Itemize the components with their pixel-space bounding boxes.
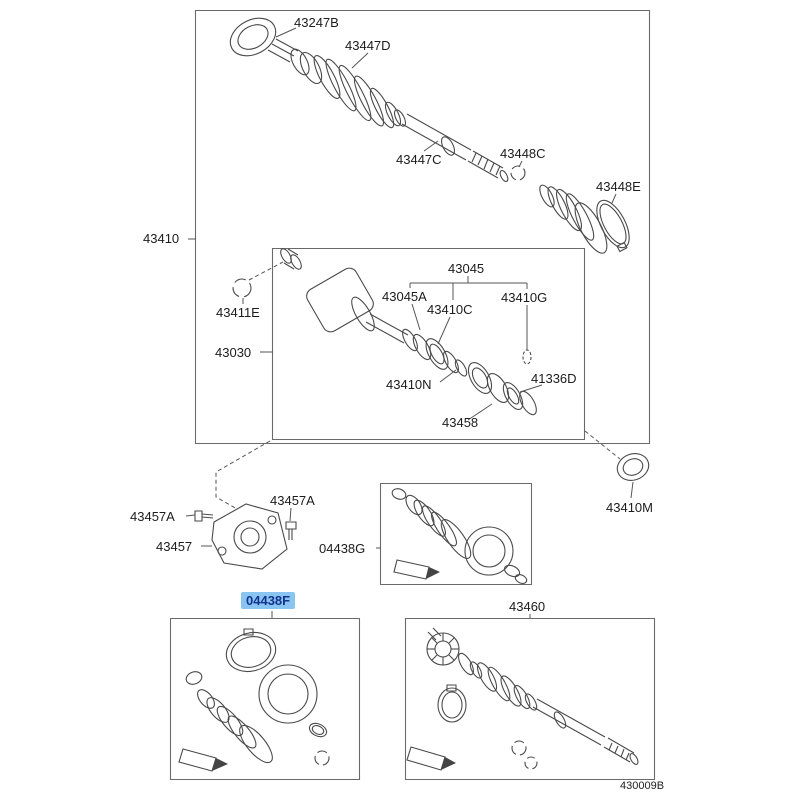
part-label-43457[interactable]: 43457: [156, 539, 193, 554]
bearing: [422, 335, 453, 372]
kit-f-accordion-boot: [194, 687, 277, 768]
splined-shaft-end: [468, 151, 509, 183]
part-label-43457A-right[interactable]: 43457A: [270, 493, 315, 508]
boot-kit-f-box: [171, 619, 360, 780]
kit-f-grease-tube: [179, 749, 228, 771]
rear-shaft-box: [406, 619, 655, 780]
part-label-43247B[interactable]: 43247B: [294, 15, 339, 30]
boot-kit-f-drawing: [179, 627, 329, 771]
part-label-43458[interactable]: 43458: [442, 415, 479, 430]
rear-splined-gear-end: [427, 628, 459, 665]
rear-driveshaft-drawing: [407, 628, 640, 770]
part-label-43030[interactable]: 43030: [215, 345, 252, 360]
part-label-43457A-left[interactable]: 43457A: [130, 509, 175, 524]
snap-ring-43448C: [511, 166, 525, 180]
part-label-43460[interactable]: 43460: [509, 599, 546, 614]
drawing-code: 430009B: [620, 780, 665, 792]
dust-deflector-ring: [224, 11, 282, 64]
kit-f-large-boot: [259, 665, 317, 723]
bolt-43457A-left: [195, 511, 213, 521]
part-label-43410M[interactable]: 43410M: [606, 500, 653, 515]
part-label-43448C[interactable]: 43448C: [500, 146, 546, 161]
part-label-43410N[interactable]: 43410N: [386, 377, 432, 392]
rear-grease-tube: [407, 747, 456, 770]
part-label-04438F-highlighted[interactable]: 04438F: [241, 592, 296, 609]
seal-ring-43410M: [614, 449, 653, 484]
boot-clamp: [392, 108, 408, 128]
bracket-43457-drawing: [195, 504, 296, 569]
shaft-ring: [439, 135, 457, 157]
main-assembly-box: [196, 11, 650, 444]
rear-splined-tip: [604, 738, 640, 766]
inner-joint-box: [273, 249, 585, 440]
part-label-43410[interactable]: 43410: [143, 231, 180, 246]
part-label-43447D[interactable]: 43447D: [345, 38, 391, 53]
tripod-housing: [304, 265, 376, 335]
small-clip-43410G: [523, 350, 531, 364]
outboard-boot: [310, 53, 404, 131]
boot-kit-g-box: [381, 484, 532, 585]
snap-ring-43411E: [233, 279, 251, 297]
tripod-spider: [464, 359, 497, 397]
rear-band-clamp: [438, 685, 466, 722]
part-label-41336D[interactable]: 41336D: [531, 371, 577, 386]
kit-g-grease-tube: [394, 560, 440, 579]
part-label-43045[interactable]: 43045: [448, 261, 485, 276]
kit-g-accordion-boot: [403, 493, 476, 563]
rear-boot: [474, 660, 539, 712]
inner-joint-drawing: [279, 247, 540, 417]
dashed-reference-lines: [216, 262, 620, 509]
kit-g-large-boot: [465, 527, 513, 575]
boot-band-clamp: [590, 195, 636, 252]
part-label-43410G[interactable]: 43410G: [501, 290, 548, 305]
assembly-boxes: [171, 11, 655, 780]
part-label-43045A[interactable]: 43045A: [382, 289, 427, 304]
kit-f-band-clamp: [222, 627, 280, 677]
part-label-43410C[interactable]: 43410C: [427, 302, 473, 317]
boot-kit-g-drawing: [391, 487, 528, 585]
part-label-43411E[interactable]: 43411E: [216, 305, 260, 320]
bolt-43457A-right: [286, 522, 296, 540]
outer-driveshaft-drawing: [224, 11, 636, 258]
part-label-43447C[interactable]: 43447C: [396, 152, 442, 167]
part-label-43448E[interactable]: 43448E: [596, 179, 641, 194]
leader-lines: [186, 28, 633, 618]
part-label-04438G[interactable]: 04438G: [319, 541, 366, 556]
